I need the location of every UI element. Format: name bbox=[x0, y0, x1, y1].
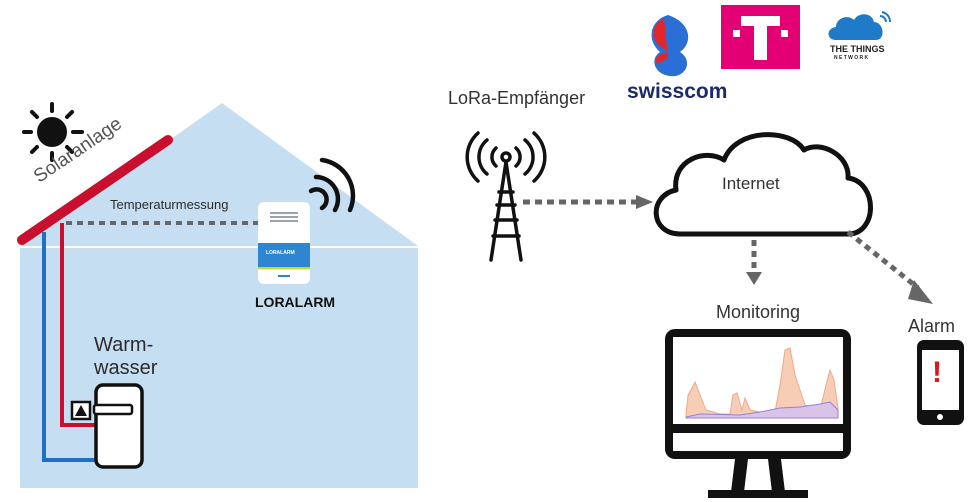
device-brand: LORALARM bbox=[266, 250, 295, 256]
swisscom-logo bbox=[651, 15, 689, 77]
arrow-cloud-to-monitoring bbox=[746, 240, 762, 285]
house-body bbox=[20, 248, 418, 488]
phone-icon bbox=[917, 340, 964, 425]
warning-icon bbox=[75, 405, 87, 416]
alarm-label: Alarm bbox=[908, 316, 956, 336]
arrow-tower-to-cloud bbox=[523, 195, 653, 209]
sun-icon bbox=[22, 102, 84, 162]
device-label: LORALARM bbox=[255, 294, 336, 310]
ttn-wordmark-line2: N E T W O R K bbox=[834, 55, 869, 61]
loralarm-device bbox=[258, 202, 310, 284]
arrow-cloud-to-alarm bbox=[846, 230, 933, 304]
wireless-signal-icon bbox=[308, 157, 356, 213]
tank-label-line1: Warm- bbox=[94, 334, 154, 356]
cold-water-pipe bbox=[42, 232, 96, 462]
swisscom-wordmark: swisscom bbox=[627, 80, 728, 103]
measurement-label: Temperaturmessung bbox=[110, 197, 229, 212]
monitoring-label: Monitoring bbox=[716, 302, 801, 322]
house bbox=[20, 103, 418, 488]
tank-label-line2: wasser bbox=[94, 357, 158, 379]
solar-panel bbox=[17, 135, 173, 245]
hot-water-pipe bbox=[60, 223, 96, 427]
cloud-label: Internet bbox=[722, 174, 780, 193]
water-tank bbox=[70, 383, 144, 469]
ttn-logo bbox=[828, 11, 892, 40]
telekom-logo bbox=[721, 5, 800, 69]
monitor-icon bbox=[665, 329, 851, 498]
ttn-wordmark-line1: THE THINGS bbox=[830, 44, 885, 54]
receiver-label: LoRa-Empfänger bbox=[448, 88, 586, 108]
alarm-symbol: ! bbox=[932, 356, 942, 389]
monitoring-chart bbox=[685, 347, 839, 419]
lora-tower-icon bbox=[465, 131, 547, 262]
house-roof bbox=[20, 103, 418, 246]
internet-cloud-icon bbox=[653, 132, 873, 237]
